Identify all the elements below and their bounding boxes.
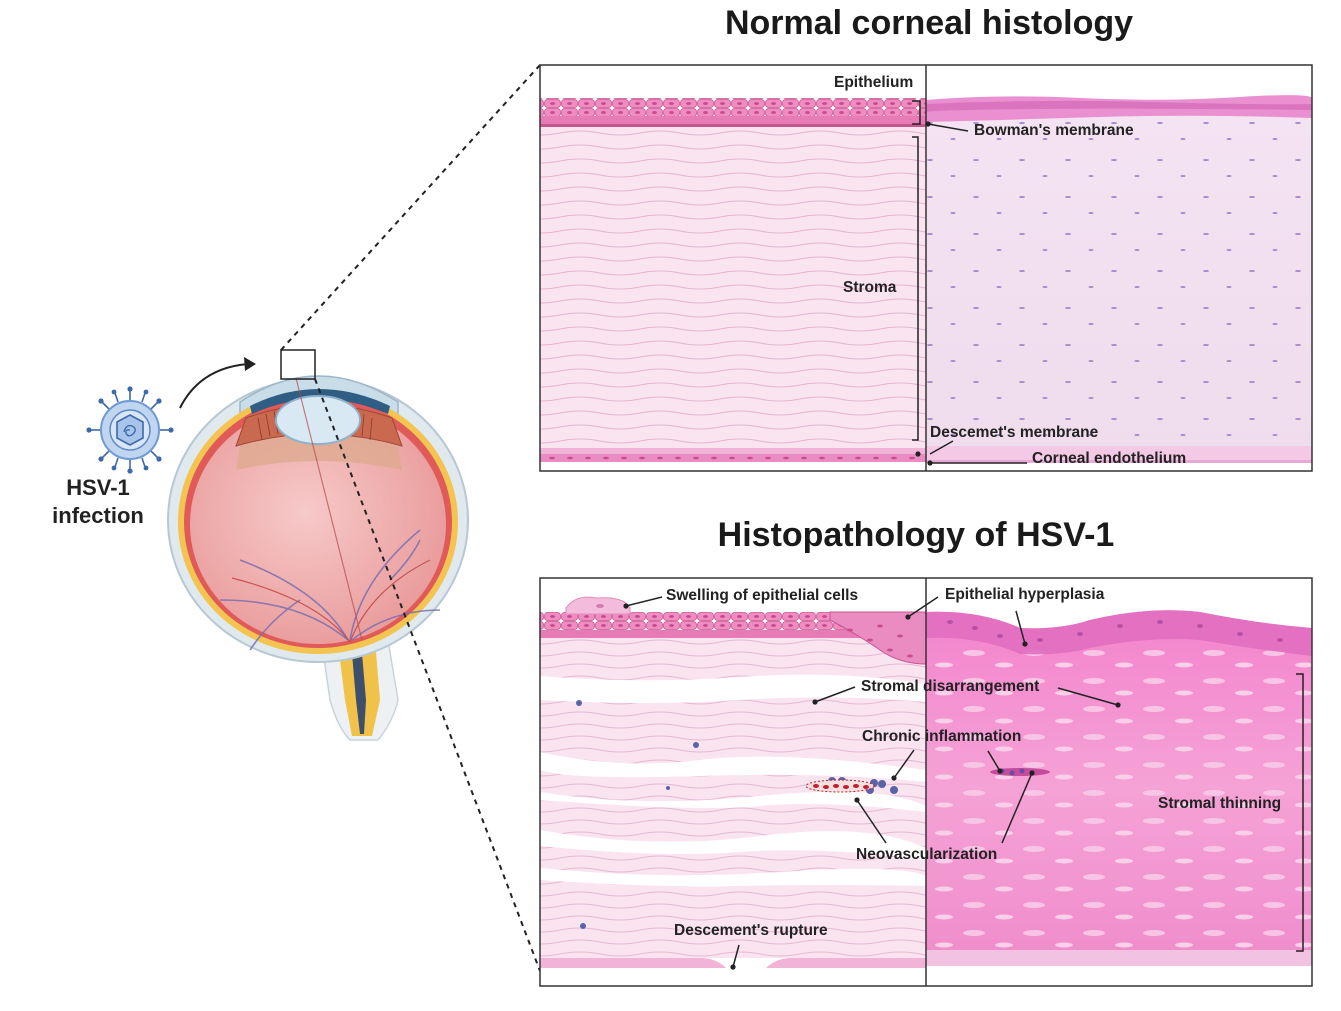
chronic-inflammation-label: Chronic inflammation (862, 728, 1021, 746)
normal-histology-title: Normal corneal histology (725, 4, 1133, 43)
normal-histology-panel (540, 65, 1313, 471)
epithelium-label: Epithelium (834, 74, 913, 92)
swelling-label: Swelling of epithelial cells (666, 587, 858, 605)
hsv-label-line2: infection (52, 502, 144, 530)
pathology-title: Histopathology of HSV-1 (718, 516, 1115, 555)
hsv-pathology-panel (540, 578, 1312, 986)
zoom-box (281, 350, 315, 379)
stroma-label: Stroma (843, 279, 896, 297)
stromal-thinning-label: Stromal thinning (1158, 795, 1281, 813)
descemet-rupture-label: Descement's rupture (674, 922, 828, 940)
bowman-membrane-label: Bowman's membrane (974, 122, 1134, 140)
normal-schematic (540, 65, 926, 471)
hsv-virus-icon (86, 386, 173, 473)
hyperplasia-label: Epithelial hyperplasia (945, 586, 1104, 604)
eye-diagram (168, 350, 468, 740)
pathology-he-image (926, 578, 1312, 986)
hsv-infection-label: HSV-1 infection (52, 474, 144, 530)
stromal-disarrangement-label: Stromal disarrangement (861, 678, 1039, 696)
corneal-endothelium-label: Corneal endothelium (1032, 450, 1186, 468)
neovascularization-label: Neovascularization (856, 846, 997, 864)
hsv-label-line1: HSV-1 (52, 474, 144, 502)
descemet-membrane-label: Descemet's membrane (930, 424, 1098, 442)
